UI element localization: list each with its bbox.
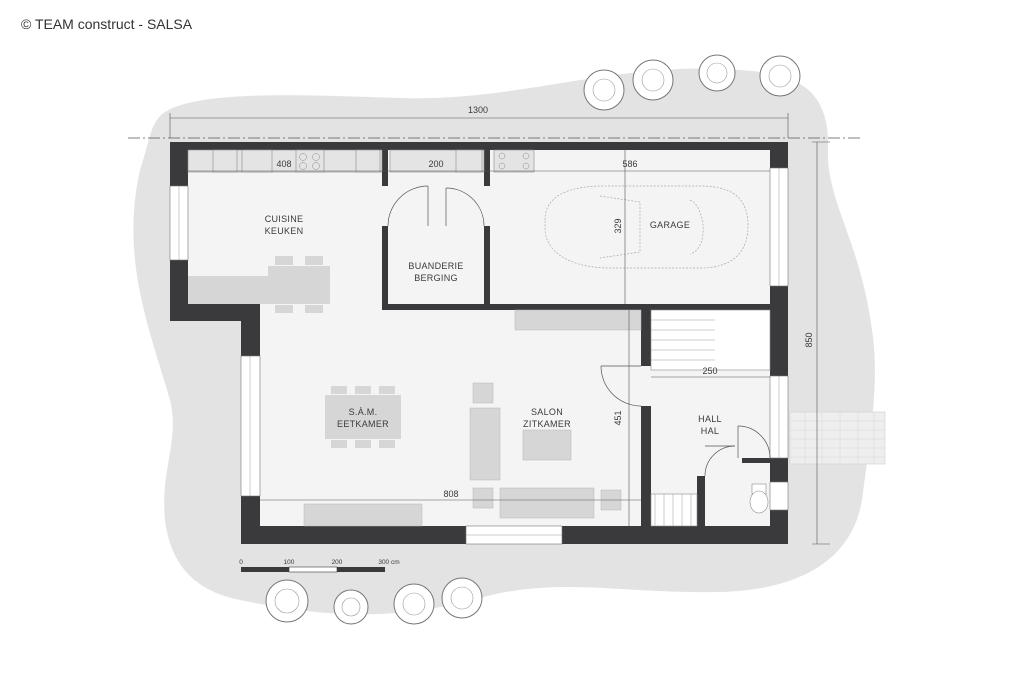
dim-kitchen-width: 408 bbox=[276, 159, 291, 169]
scale-label-300: 300 cm bbox=[378, 559, 399, 566]
scale-label-100: 100 bbox=[284, 559, 295, 566]
room-label-hall: HALL bbox=[698, 414, 722, 424]
tree-icon bbox=[583, 69, 625, 111]
tree-icon bbox=[632, 59, 674, 101]
tree-icon bbox=[333, 589, 369, 625]
dimension-lines bbox=[169, 113, 830, 545]
copyright-notice: © TEAM construct - SALSA bbox=[21, 16, 193, 32]
door-swings bbox=[387, 185, 771, 477]
room-label-salon: SALON bbox=[531, 407, 563, 417]
car-outline bbox=[544, 185, 749, 269]
entrance-paving bbox=[789, 411, 886, 465]
dining-table bbox=[325, 386, 401, 448]
building-floor bbox=[170, 142, 788, 544]
toilet bbox=[749, 483, 769, 514]
tree-icon bbox=[265, 579, 309, 623]
room-label-eetkamer: EETKAMER bbox=[337, 419, 389, 429]
tree-icon bbox=[759, 55, 801, 97]
dim-garage-depth: 329 bbox=[613, 218, 623, 233]
dim-hall-width: 250 bbox=[702, 366, 717, 376]
dim-berging-width: 200 bbox=[428, 159, 443, 169]
room-label-sam: S.À.M. bbox=[349, 407, 378, 417]
living-furniture bbox=[303, 309, 642, 527]
dim-living-width: 808 bbox=[443, 489, 458, 499]
dim-living-depth: 451 bbox=[613, 410, 623, 425]
scale-label-0: 0 bbox=[239, 559, 243, 566]
dim-garage-width: 586 bbox=[622, 159, 637, 169]
room-label-buanderie: BUANDERIE bbox=[408, 261, 463, 271]
kitchen-counter bbox=[187, 149, 535, 173]
room-label-cuisine: CUISINE bbox=[265, 214, 304, 224]
tree-icon bbox=[441, 577, 483, 619]
dim-overall-width: 1300 bbox=[468, 105, 488, 115]
room-label-zitkamer: ZITKAMER bbox=[523, 419, 571, 429]
room-label-keuken: KEUKEN bbox=[265, 226, 304, 236]
scale-bar bbox=[241, 566, 385, 573]
kitchen-island bbox=[188, 256, 330, 313]
scale-label-200: 200 bbox=[332, 559, 343, 566]
room-label-hal: HAL bbox=[701, 426, 719, 436]
room-label-garage: GARAGE bbox=[650, 220, 690, 230]
tree-icons bbox=[265, 54, 801, 625]
dim-overall-depth: 850 bbox=[804, 332, 814, 347]
tree-icon bbox=[393, 583, 435, 625]
room-label-berging: BERGING bbox=[414, 273, 458, 283]
tree-icon bbox=[698, 54, 736, 92]
